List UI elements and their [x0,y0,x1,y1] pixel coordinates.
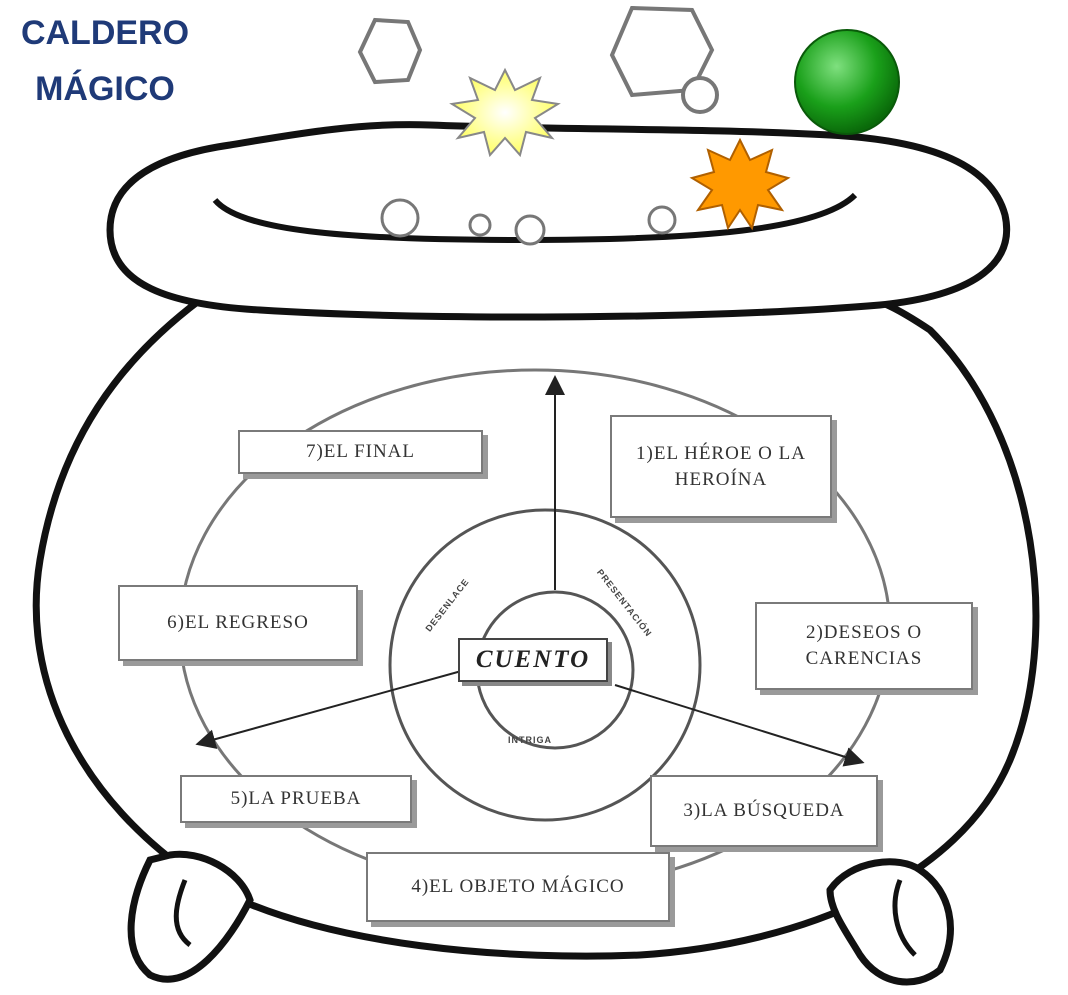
bubble [647,205,677,235]
arrow-to-prueba [195,669,466,749]
diagram-title-line2: MÁGICO [35,70,175,108]
cauldron-right-leg [826,858,954,986]
bubble [514,214,546,246]
hexagon-bubble [357,17,423,85]
cauldron-left-leg [127,850,254,983]
stage-box-7: 7)EL FINAL [238,430,483,474]
stage-box-2: 2)DESEOS O CARENCIAS [755,602,973,690]
stage-box-1: 1)EL HÉROE O LA HEROÍNA [610,415,832,518]
stage-box-5: 5)LA PRUEBA [180,775,412,823]
arrow-to-busqueda [614,684,865,767]
stage-box-6: 6)EL REGRESO [118,585,358,661]
bubble [468,213,492,237]
center-cuento-box: CUENTO [458,638,608,682]
orange-star [689,137,791,231]
stage-box-3: 3)LA BÚSQUEDA [650,775,878,847]
stage-box-4: 4)EL OBJETO MÁGICO [366,852,670,922]
green-ball [794,29,900,135]
bubble [681,76,719,114]
yellow-star [449,67,561,158]
diagram-title-line1: CALDERO [20,14,190,52]
bubble [380,198,420,238]
cauldron-body [32,296,1040,960]
ring-label-intriga: INTRIGA [508,735,552,745]
